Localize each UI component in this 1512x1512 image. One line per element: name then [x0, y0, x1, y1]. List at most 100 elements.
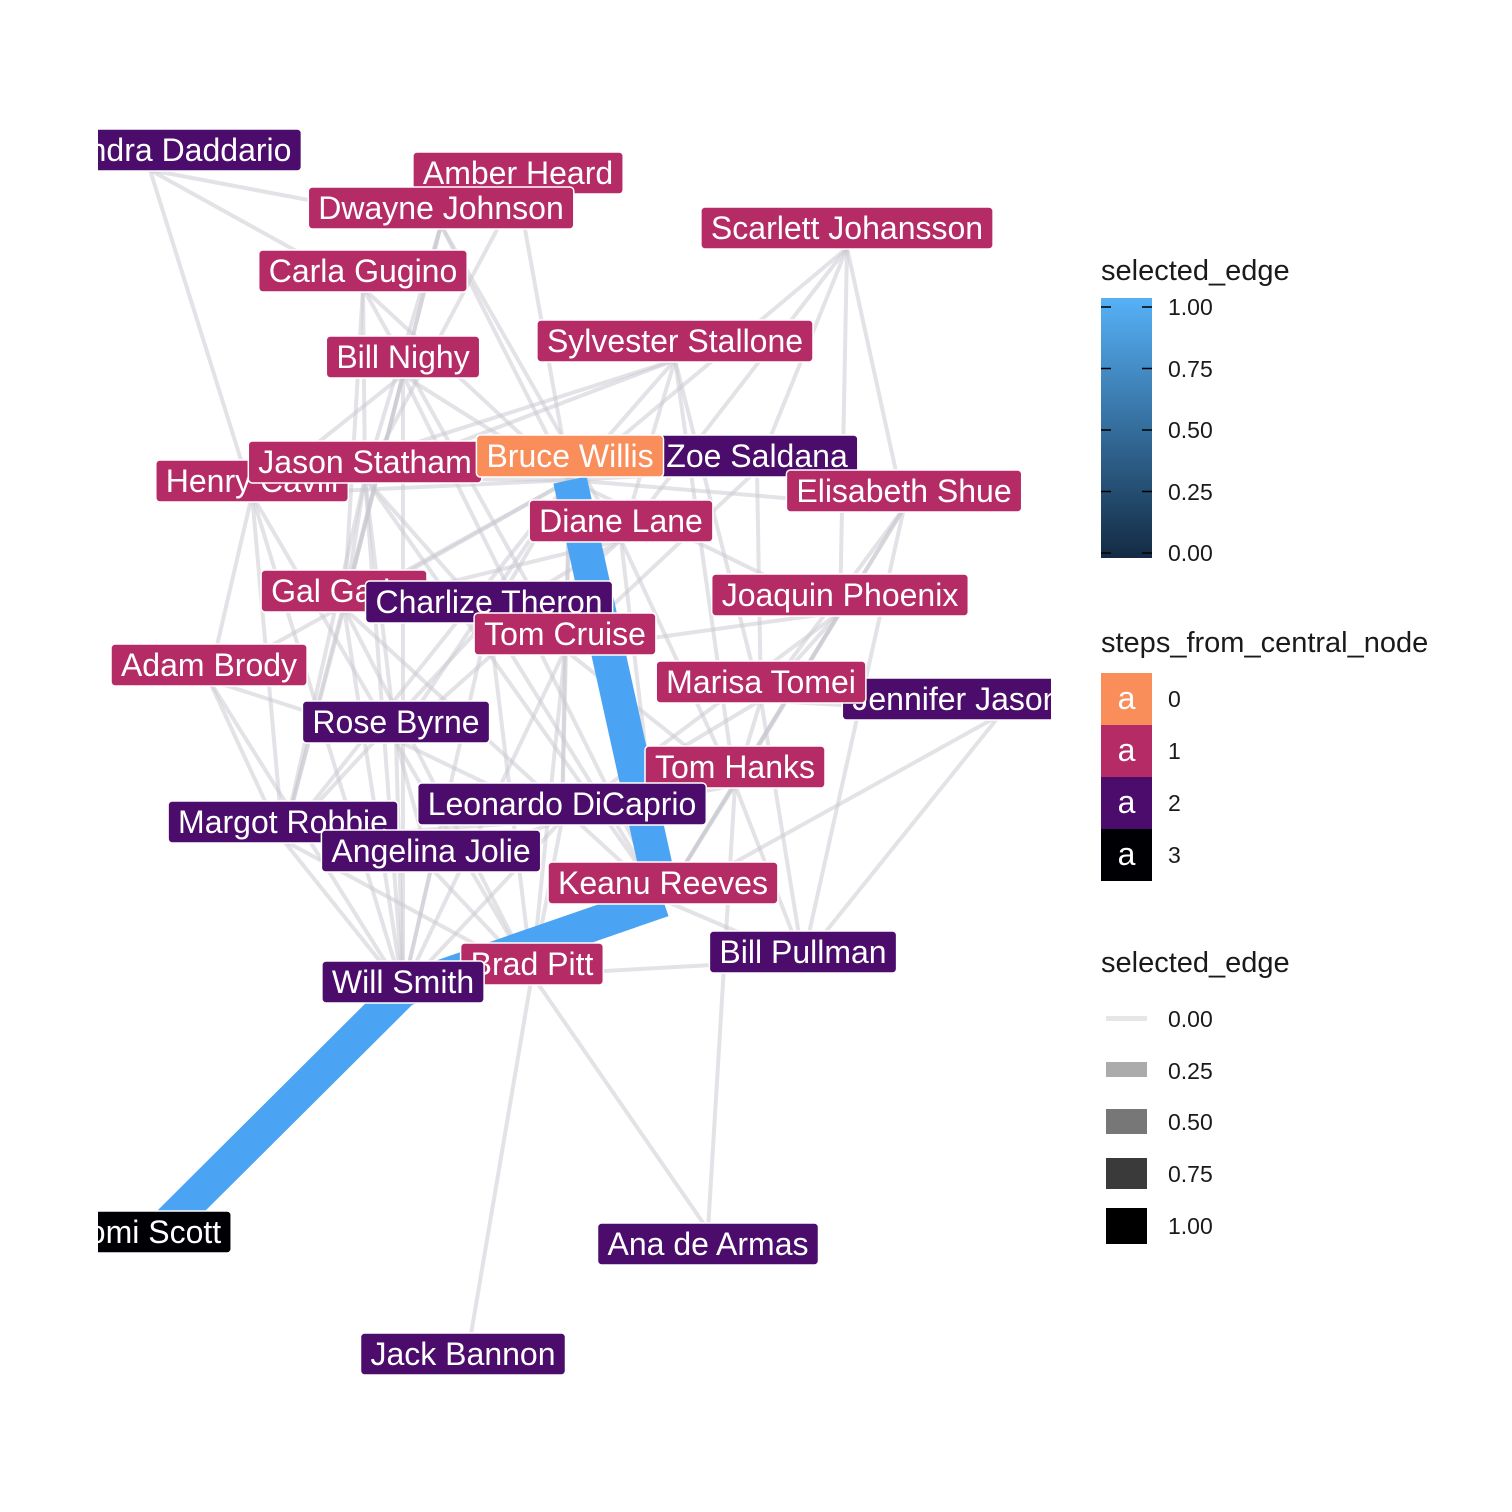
legend-color: selected_edge 1.00 0.75 0.50 0.25 0.00 — [1101, 255, 1290, 566]
node-will: Will Smith — [321, 960, 485, 1004]
node-label-box — [98, 1210, 232, 1254]
node-label-text: Dwayne Johnson — [318, 190, 563, 226]
selected-edge-bruce-keanu — [553, 476, 680, 904]
node-label-box — [785, 469, 1023, 513]
node-label-text: Brad Pitt — [471, 946, 594, 982]
node-label-text: Jack Bannon — [370, 1336, 555, 1372]
legend-width-key — [1106, 1158, 1147, 1189]
node-label-text: Adam Brody — [121, 647, 297, 683]
legend-width-label: 0.00 — [1168, 1006, 1213, 1032]
edge-scarlett-elisabeth — [845, 247, 906, 509]
node-label-text: Carla Gugino — [269, 253, 458, 289]
node-amber: Amber Heard — [412, 151, 624, 195]
node-label-text: Sylvester Stallone — [547, 323, 803, 359]
node-tomc: Tom Cruise — [473, 612, 657, 656]
legend-width-label: 0.25 — [1168, 1058, 1213, 1084]
legend-fill-label: 0 — [1168, 686, 1181, 712]
node-label-text: Zoe Saldana — [666, 438, 848, 474]
edge-gal-will — [342, 607, 405, 991]
node-bruce: Bruce Willis — [475, 434, 665, 478]
node-label-box — [110, 643, 308, 687]
edge-sylvester-marisa — [673, 359, 763, 701]
node-scarlett: Scarlett Johansson — [700, 206, 994, 250]
node-label-text: Tom Hanks — [655, 749, 815, 785]
node-label-text: Jennifer Jason Leigh — [852, 681, 1147, 717]
legend-fill: steps_from_central_node a a a a 0 1 2 3 — [1101, 627, 1428, 881]
node-naomi: Naomi Scott — [47, 1210, 232, 1254]
node-alexandra: Alexandra Daddario — [9, 128, 303, 172]
node-label-box — [596, 1222, 820, 1266]
edge-bruce-margot — [281, 478, 572, 842]
node-label-text: Diane Lane — [539, 503, 703, 539]
legend-key-glyph: a — [1118, 784, 1136, 820]
legend-key-glyph: a — [1118, 836, 1136, 872]
legend-width-key — [1106, 1062, 1147, 1077]
legend-key-step-1 — [1101, 725, 1152, 777]
node-billp: Bill Pullman — [708, 930, 898, 974]
legend-width: selected_edge 0.00 0.25 0.50 0.75 1.00 — [1101, 947, 1290, 1244]
node-label-text: Bill Nighy — [336, 339, 469, 375]
node-tomh: Tom Hanks — [644, 745, 826, 789]
node-label-text: Will Smith — [332, 964, 474, 1000]
node-label-text: Alexandra Daddario — [9, 132, 292, 168]
node-angelina: Angelina Jolie — [320, 829, 542, 873]
node-label-box — [708, 930, 898, 974]
node-label-text: Naomi Scott — [47, 1214, 221, 1250]
node-label-box — [325, 335, 481, 379]
edge-tomh-ana — [706, 784, 737, 1231]
edge-alexandra-henry — [148, 169, 254, 496]
node-label-box — [536, 319, 814, 363]
edge-scarlett-diane — [619, 246, 849, 542]
legend-width-key — [1106, 1109, 1147, 1134]
node-margot: Margot Robbie — [167, 800, 399, 844]
node-label-text: Leonardo DiCaprio — [428, 786, 697, 822]
legend-width-label: 1.00 — [1168, 1213, 1213, 1239]
node-sylvester: Sylvester Stallone — [536, 319, 814, 363]
edge-dwayne-diane — [439, 224, 623, 541]
edge-marisa-billp — [759, 699, 805, 961]
edge-jason-margot — [281, 477, 367, 841]
node-label-box — [710, 573, 970, 617]
node-label-box — [307, 186, 575, 230]
node-leonardo: Leonardo DiCaprio — [416, 782, 708, 826]
node-label-text: Ana de Armas — [608, 1226, 809, 1262]
node-elisabeth: Elisabeth Shue — [785, 469, 1023, 513]
edge-charlize-keanu — [487, 616, 665, 902]
colorbar-label: 1.00 — [1168, 294, 1213, 320]
legend-key-step-0 — [1101, 673, 1152, 725]
node-label-box — [359, 1332, 567, 1376]
node-label-text: Jason Statham — [258, 444, 471, 480]
legend-fill-title: steps_from_central_node — [1101, 627, 1428, 659]
node-ana: Ana de Armas — [596, 1222, 820, 1266]
node-adam: Adam Brody — [110, 643, 308, 687]
node-label-box — [644, 745, 826, 789]
node-label-text: Keanu Reeves — [558, 865, 768, 901]
node-label-text: Angelina Jolie — [331, 833, 530, 869]
node-bradpitt: Brad Pitt — [459, 942, 605, 986]
colorbar-label: 0.75 — [1168, 356, 1213, 382]
node-label-text: Scarlett Johansson — [711, 210, 983, 246]
node-label-text: Joaquin Phoenix — [722, 577, 959, 613]
legend-width-label: 0.50 — [1168, 1109, 1213, 1135]
legend-key-step-2 — [1101, 777, 1152, 829]
node-label-box — [321, 960, 485, 1004]
edge-jason-keanu — [363, 476, 665, 902]
node-carla: Carla Gugino — [257, 249, 468, 293]
node-label-text: Tom Cruise — [484, 616, 646, 652]
node-label-text: Bill Pullman — [719, 934, 886, 970]
edge-scarlett-joaquin — [838, 247, 849, 613]
legend-fill-label: 3 — [1168, 842, 1181, 868]
edge-bradpitt-jack — [468, 974, 534, 1341]
node-diane: Diane Lane — [528, 499, 714, 543]
node-label-box — [416, 782, 708, 826]
node-marisa: Marisa Tomei — [655, 660, 867, 704]
node-label-text: Elisabeth Shue — [796, 473, 1011, 509]
legend-key-step-3 — [1101, 829, 1152, 881]
node-joaquin: Joaquin Phoenix — [710, 573, 970, 617]
legend-width-key — [1106, 1016, 1147, 1021]
node-label-box — [473, 612, 657, 656]
node-label-text: Rose Byrne — [312, 704, 479, 740]
edge-bradpitt-ana — [530, 973, 710, 1232]
